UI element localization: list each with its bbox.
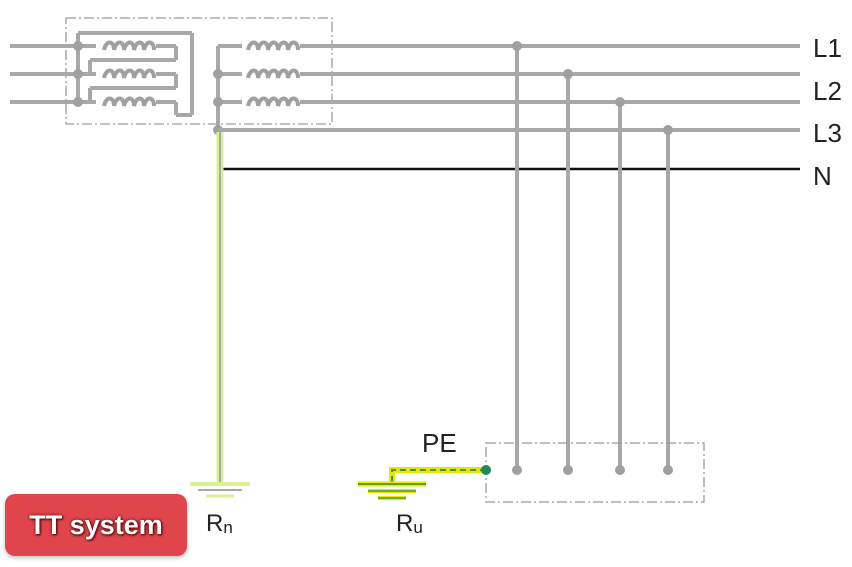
- label-rn-sub: n: [223, 518, 232, 537]
- primary-nodes: [73, 41, 83, 107]
- badge-label: TT system: [29, 509, 163, 540]
- secondary-windings: [216, 44, 242, 130]
- label-ru-main: R: [396, 510, 413, 537]
- transformer-box: [65, 17, 333, 125]
- label-rn-main: R: [206, 510, 223, 537]
- primary-coils: [102, 40, 156, 108]
- label-l3: L3: [813, 118, 842, 148]
- secondary-nodes: [213, 69, 223, 135]
- consumer-drops: [515, 46, 670, 470]
- phase-lines: [218, 44, 800, 132]
- drop-nodes-bottom: [512, 465, 673, 475]
- secondary-coils: [246, 40, 300, 108]
- pe-node: [481, 465, 491, 475]
- label-rn: Rn: [206, 510, 233, 537]
- label-l2: L2: [813, 76, 842, 106]
- label-l1: L1: [813, 33, 842, 63]
- label-n: N: [813, 161, 832, 191]
- incoming-lines: [10, 44, 78, 104]
- ru-ground-symbol: [358, 481, 426, 500]
- label-pe: PE: [422, 428, 457, 458]
- tt-system-badge: TT system: [5, 494, 187, 556]
- drop-nodes-top: [512, 41, 673, 135]
- pe-conductor: [389, 465, 491, 484]
- label-ru: Ru: [396, 510, 423, 537]
- rn-ground-symbol: [190, 482, 250, 498]
- label-ru-sub: u: [413, 518, 422, 537]
